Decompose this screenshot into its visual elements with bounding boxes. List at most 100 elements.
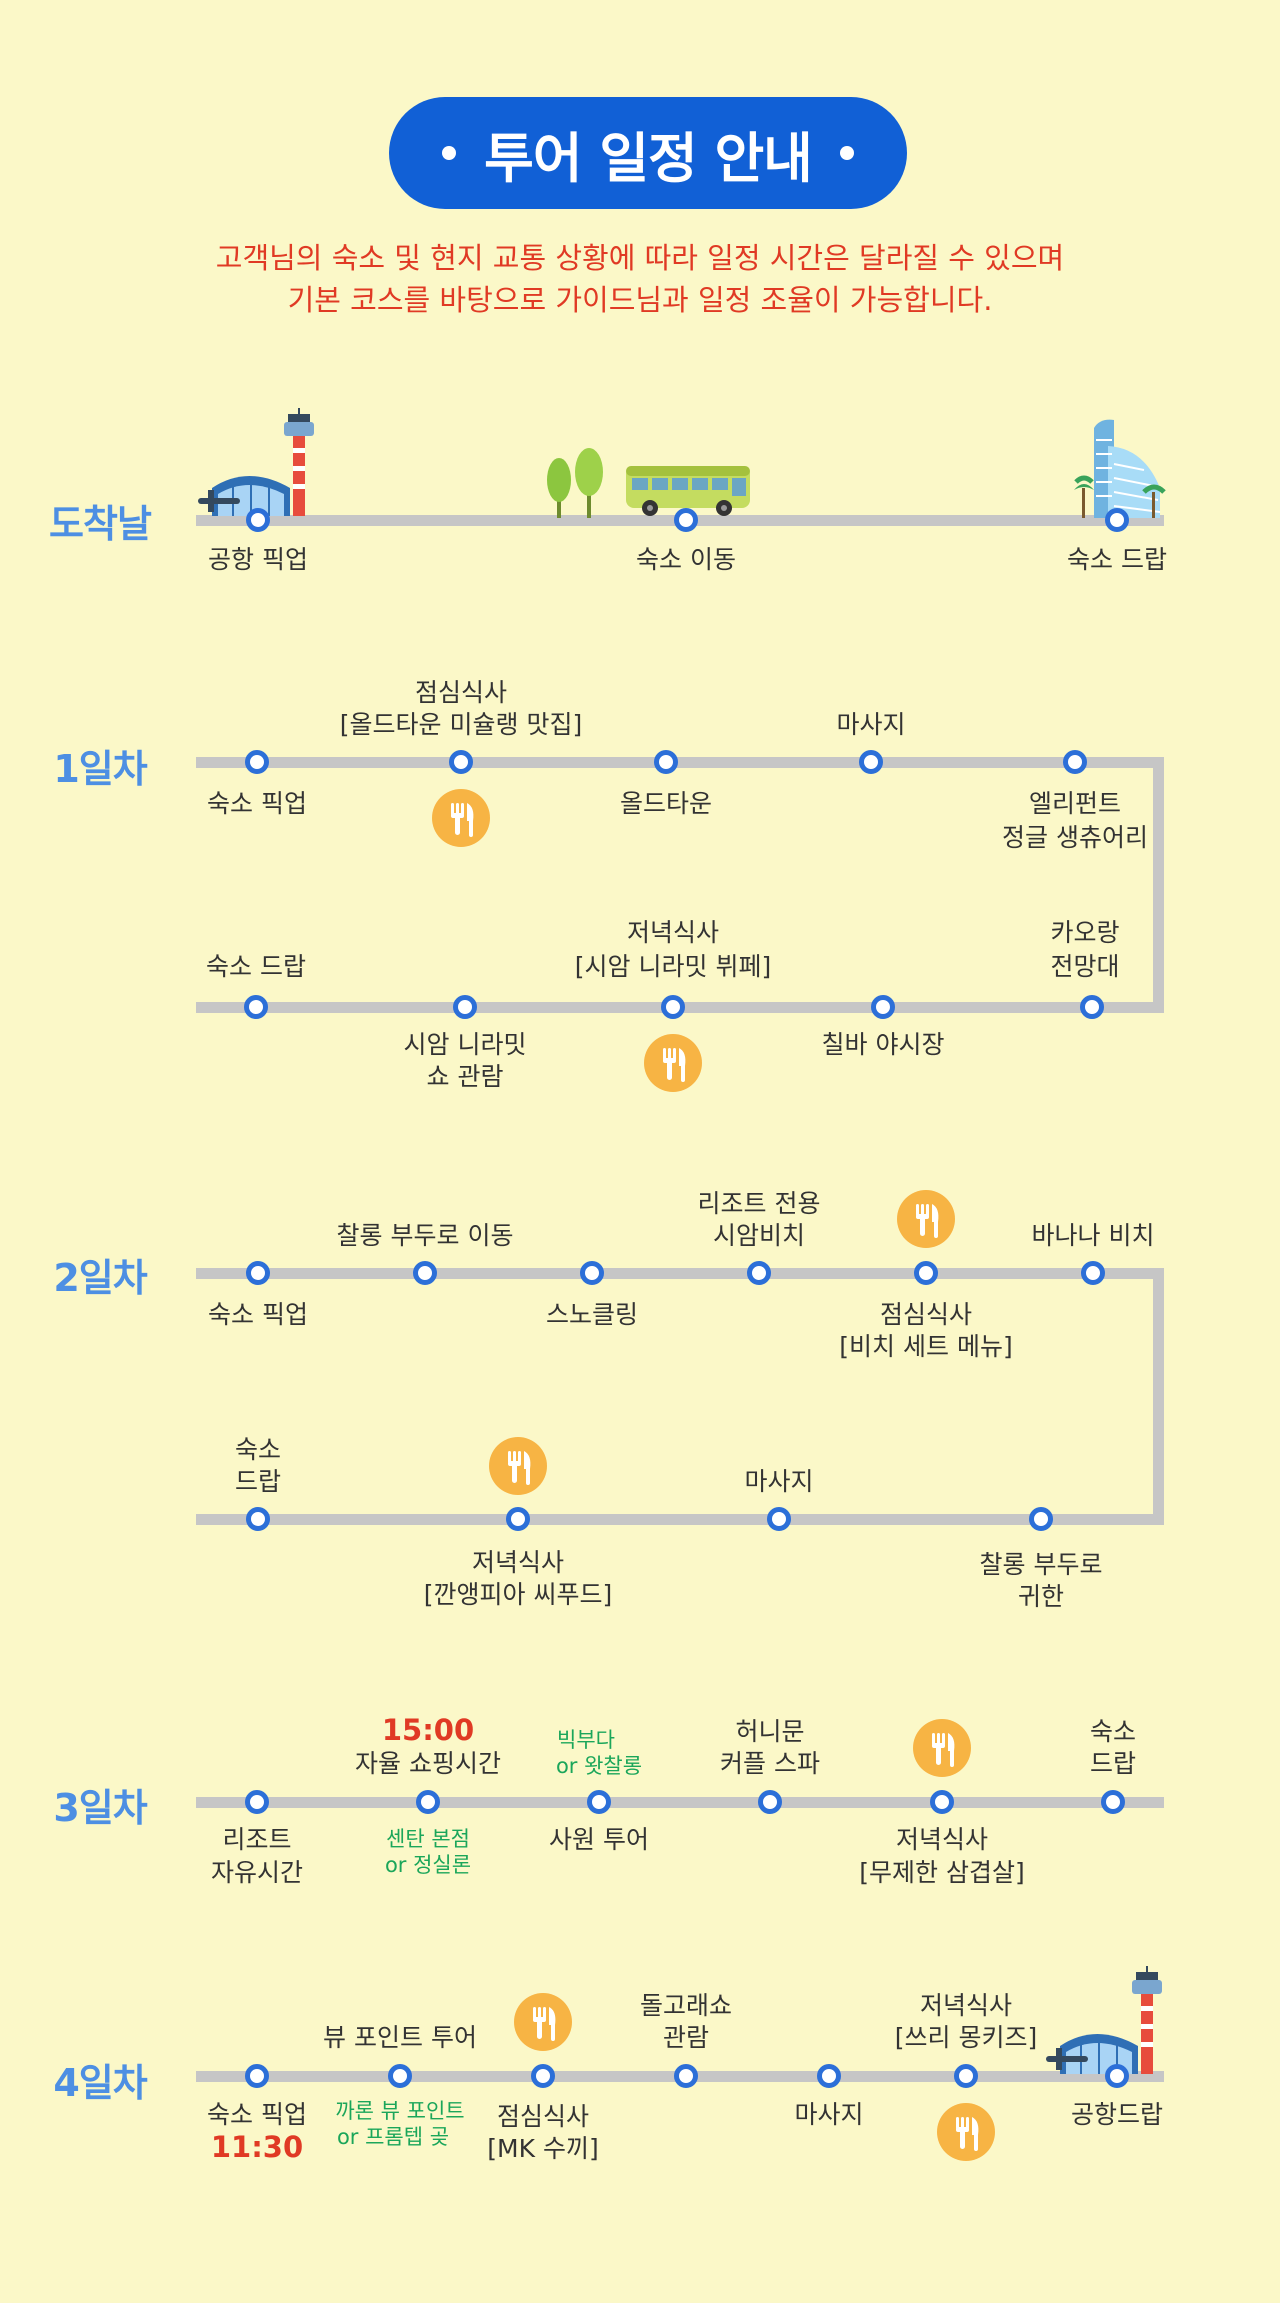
hotel-icon [1074,419,1166,518]
stop-dinner-title: 저녁식사 [895,1825,989,1854]
stop-viewpoint-tour: 뷰 포인트 투어 [323,2023,477,2052]
stop-snorkeling: 스노클링 [545,1300,639,1329]
stop-dinner-title: 저녁식사 [919,1991,1013,2020]
stop-marker [388,2064,412,2088]
stop-drop-line1: 숙소 [1089,1717,1137,1746]
stop-resort-line1: 리조트 [222,1825,292,1854]
day-label-arrival: 도착날 [49,502,152,546]
stop-marker [531,2064,555,2088]
stop-dolphin-line1: 돌고래쇼 [639,1991,733,2020]
stop-massage: 마사지 [794,2100,864,2129]
route-line-connector [1153,757,1164,1013]
stop-spa-line1: 허니문 [735,1717,805,1746]
stop-marker [449,750,473,774]
stop-dinner-place: [시암 니라밋 뷔페] [574,952,772,981]
day-label-3: 3일차 [53,1786,147,1830]
stop-marker [859,750,883,774]
stop-marker [674,508,698,532]
stop-marker [246,1261,270,1285]
stop-marker [580,1261,604,1285]
stop-resort-line2: 자유시간 [210,1858,304,1887]
shopping-time: 15:00 [381,1713,475,1747]
airport-icon [198,408,314,516]
stop-marker [416,1790,440,1814]
stop-night-market: 칠바 야시장 [821,1030,945,1059]
stop-bigbuddha-line2: or 왓찰롱 [555,1754,643,1778]
meal-icon [644,1034,702,1092]
stop-marker [413,1261,437,1285]
stop-return-line1: 찰롱 부두로 [979,1550,1103,1579]
stop-lunch-place: [MK 수끼] [487,2134,599,2163]
stop-dinner-place: [깐앵피아 씨푸드] [423,1580,613,1609]
stop-marker [1105,508,1129,532]
trees-icon [547,448,603,518]
stop-return-line2: 귀한 [1017,1582,1065,1611]
stop-airport-pickup: 공항 픽업 [208,545,308,574]
stop-elephant-line1: 엘리펀트 [1028,789,1122,818]
meal-icon [897,1190,955,1248]
stop-dinner-place: [쓰리 몽키즈] [894,2023,1038,2052]
stop-dinner-title: 저녁식사 [471,1548,565,1577]
stop-marker [1105,2064,1129,2088]
stop-marker [506,1507,530,1531]
stop-lunch-title: 점심식사 [879,1300,973,1329]
stop-temple-tour: 사원 투어 [549,1825,649,1854]
stop-spa-line2: 커플 스파 [720,1749,820,1778]
page-title: 투어 일정 안내 [484,126,813,190]
stop-marker [817,2064,841,2088]
stop-marker [1101,1790,1125,1814]
stop-banana-beach: 바나나 비치 [1031,1221,1155,1250]
stop-lunch-place: [비치 세트 메뉴] [839,1332,1013,1361]
stop-show-line1: 시암 니라밋 [403,1030,527,1059]
day-label-4: 4일차 [53,2061,147,2105]
pickup-time: 11:30 [210,2130,304,2164]
stop-marker [767,1507,791,1531]
stop-karon-line2: or 프롬텝 곶 [336,2125,450,2149]
stop-massage: 마사지 [836,710,906,739]
stop-karon-line2: 전망대 [1050,952,1120,981]
stop-karon-line1: 카오랑 [1050,918,1120,947]
stop-marker [245,750,269,774]
route-line-connector [1153,1268,1164,1525]
airport-icon [1046,1966,1162,2074]
stop-marker [587,1790,611,1814]
stop-marker [661,995,685,1019]
stop-marker [871,995,895,1019]
stop-drop-line1: 숙소 [234,1435,282,1464]
stop-dolphin-line2: 관람 [662,2023,710,2052]
stop-marker [246,508,270,532]
stop-drop-line2: 드랍 [234,1467,282,1496]
stop-marker [914,1261,938,1285]
stop-marker [954,2064,978,2088]
bullet-dot-icon [442,146,457,160]
stop-show-line2: 쇼 관람 [426,1062,504,1091]
stop-hotel-pickup: 숙소 픽업 [207,789,307,818]
stop-karon-line1: 까론 뷰 포인트 [335,2099,465,2123]
stop-elephant-line2: 정글 생츄어리 [1002,823,1148,852]
route-line [196,1797,1164,1808]
stop-marker [1080,995,1104,1019]
route-line [196,757,1164,768]
stop-beach-line2: 시암비치 [712,1221,806,1250]
stop-central-line1: 센탄 본점 [386,1827,470,1851]
stop-hotel-pickup: 숙소 픽업 [208,1300,308,1329]
stop-marker [245,2064,269,2088]
stop-beach-line1: 리조트 전용 [697,1189,821,1218]
meal-icon [432,789,490,847]
title-banner: 투어 일정 안내 [389,97,907,209]
route-line [196,1268,1164,1279]
stop-airport-drop: 공항드랍 [1070,2100,1164,2129]
stop-hotel-pickup: 숙소 픽업 [207,2100,307,2129]
stop-marker [1063,750,1087,774]
stop-lunch-place: [올드타운 미슐랭 맛집] [339,710,583,739]
stop-marker [245,1790,269,1814]
stop-marker [674,2064,698,2088]
route-line [196,1514,1164,1525]
stop-lunch-title: 점심식사 [496,2102,590,2131]
stop-bigbuddha-line1: 빅부다 [557,1728,615,1752]
notice-line-2: 기본 코스를 바탕으로 가이드님과 일정 조율이 가능합니다. [287,283,993,317]
stop-massage: 마사지 [744,1467,814,1496]
stop-central-line2: or 정실론 [384,1853,472,1877]
stop-oldtown: 올드타운 [619,789,713,818]
bullet-dot-icon [839,146,854,160]
